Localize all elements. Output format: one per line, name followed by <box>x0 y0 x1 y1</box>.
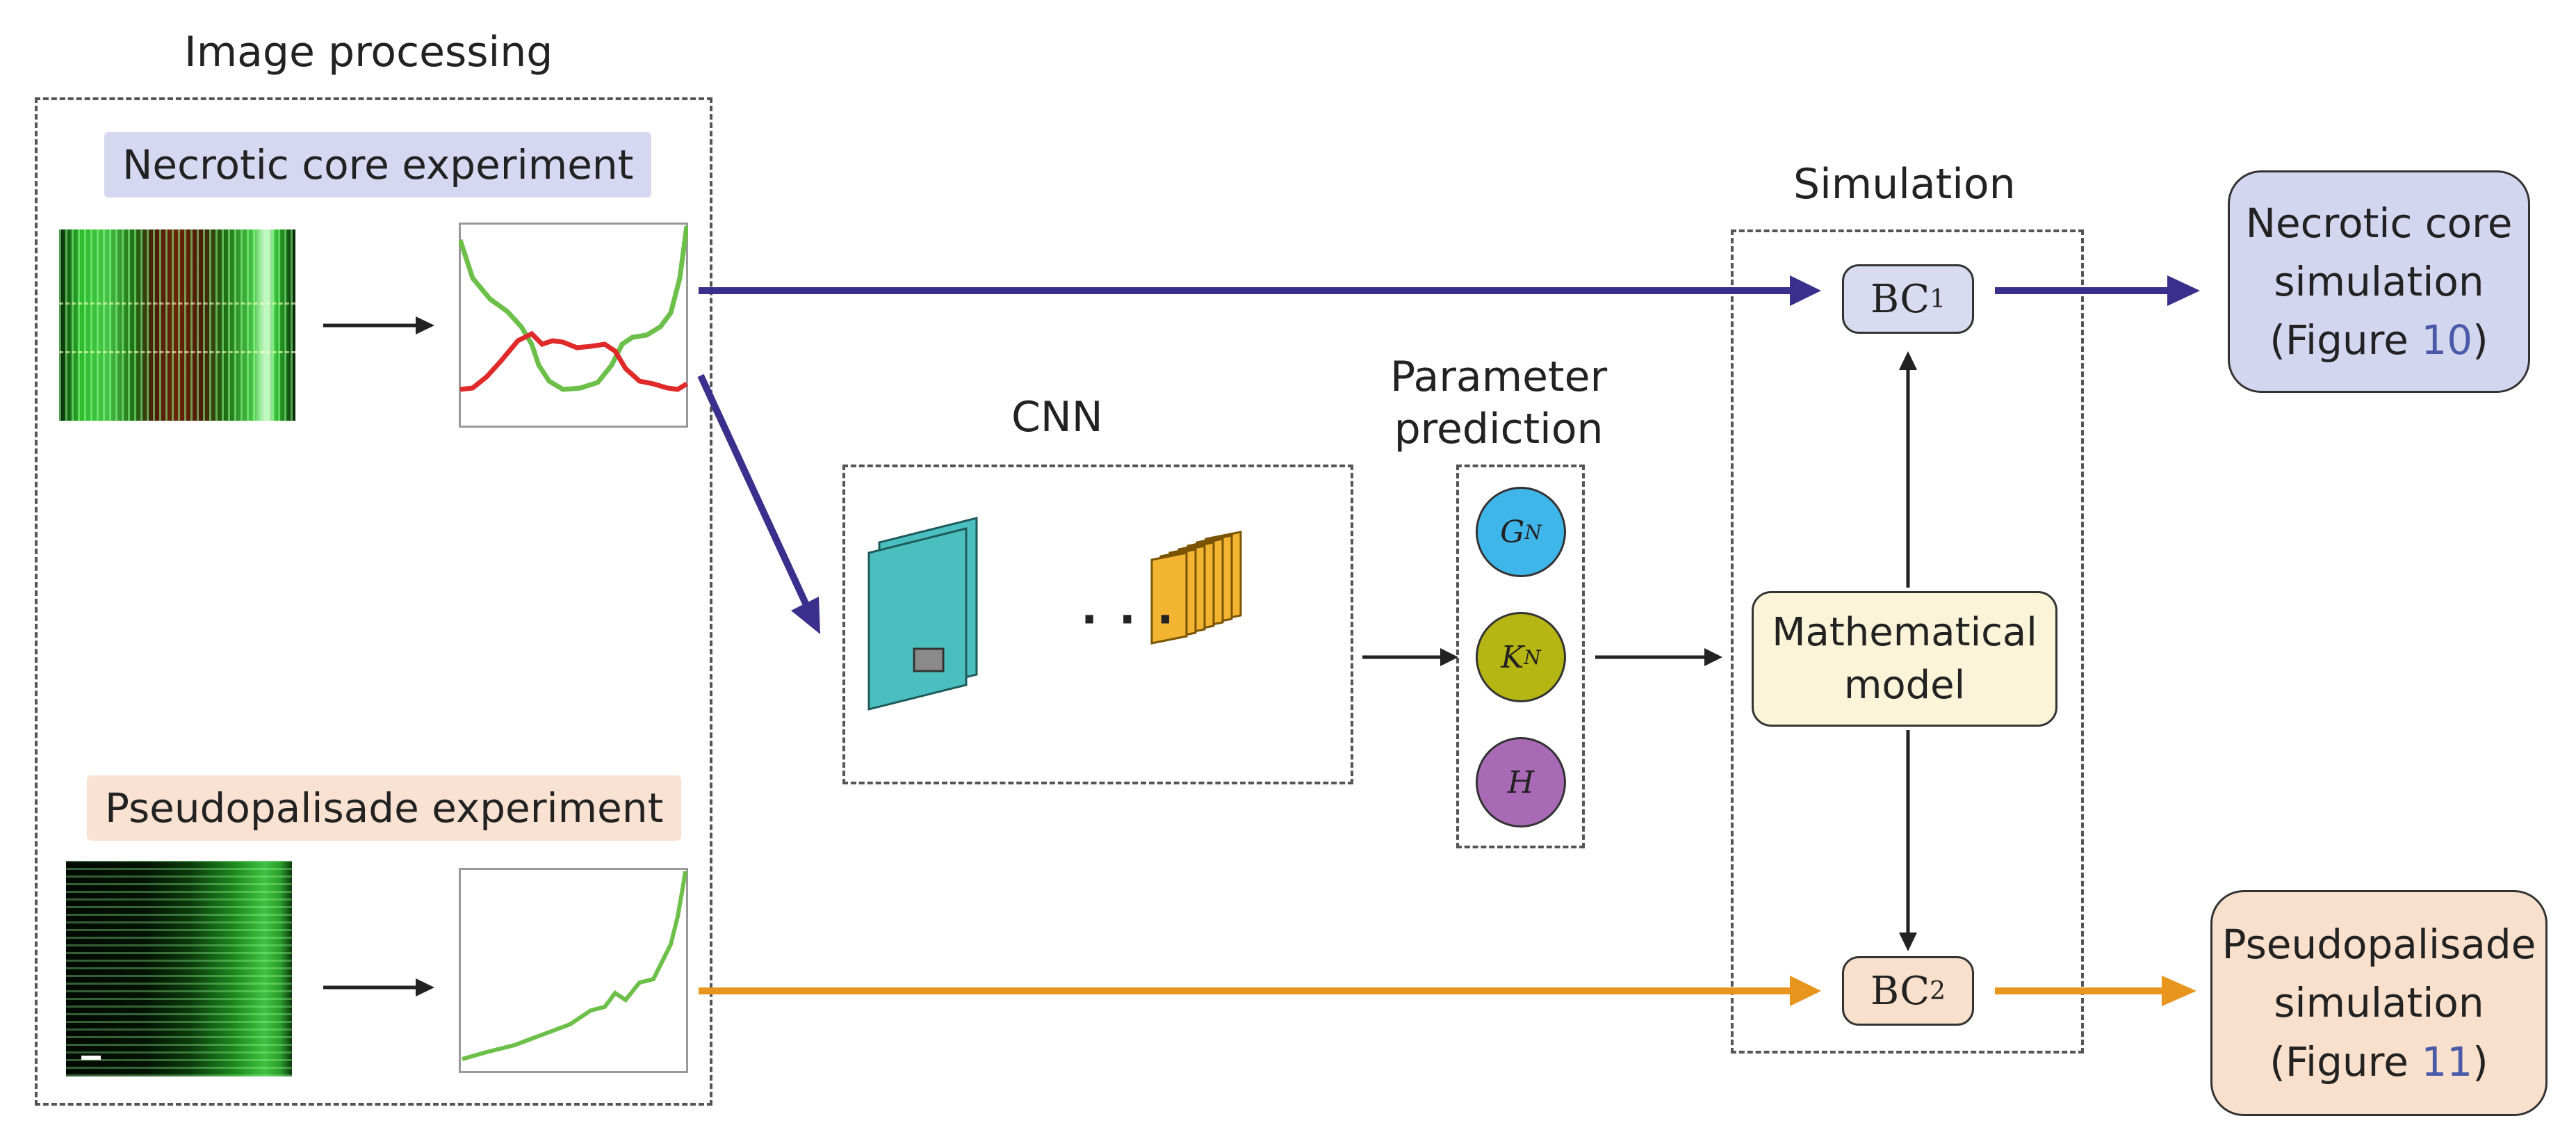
pseudopalisade-simulation-output: Pseudopalisade simulation (Figure 11) <box>2210 890 2548 1116</box>
necrotic-core-experiment-tag: Necrotic core experiment <box>104 132 652 197</box>
mathematical-model-node: Mathematical model <box>1752 591 2057 727</box>
pseudopalisade-output-line-2: simulation <box>2274 979 2484 1027</box>
parameter-prediction-box <box>1456 465 1585 848</box>
pseudopalisade-profile-curve <box>462 871 687 1061</box>
cnn-title: CNN <box>1011 393 1103 442</box>
simulation-box <box>1731 229 2084 1054</box>
pseudopalisade-output-line-1: Pseudopalisade <box>2222 921 2536 969</box>
image-processing-box <box>35 97 712 1106</box>
necrotic-profile-red-curve <box>459 330 688 392</box>
param-h-icon: H <box>1476 737 1566 828</box>
pseudopalisade-microscopy-image <box>66 861 292 1076</box>
necrotic-core-simulation-output: Necrotic core simulation (Figure 10) <box>2228 170 2530 393</box>
parameter-prediction-line-1: Parameter <box>1390 353 1608 401</box>
cnn-ellipsis: · · · <box>1081 595 1177 646</box>
simulation-title: Simulation <box>1793 160 2016 209</box>
cnn-kernel-patch <box>913 647 945 672</box>
necrotic-core-profile-plot <box>459 223 688 428</box>
parameter-prediction-line-2: prediction <box>1394 405 1604 453</box>
mathematical-model-line-1: Mathematical <box>1772 609 2037 655</box>
cnn-feature-maps <box>1150 531 1242 645</box>
image-processing-title: Image processing <box>184 28 553 76</box>
necrotic-profile-green-curve <box>459 225 688 392</box>
pseudopalisade-experiment-tag: Pseudopalisade experiment <box>87 775 682 841</box>
necrotic-core-microscopy-image <box>59 229 295 421</box>
necrotic-output-line-2: simulation <box>2274 257 2484 305</box>
necrotic-output-figure-ref: 10 <box>2421 316 2473 364</box>
mathematical-model-line-2: model <box>1843 662 1966 708</box>
pseudopalisade-profile-plot <box>459 868 688 1073</box>
pseudopalisade-output-figure-ref: 11 <box>2421 1038 2473 1085</box>
necrotic-output-line-1: Necrotic core <box>2245 199 2513 247</box>
cnn-illustration <box>867 517 1242 711</box>
cnn-box <box>842 465 1353 784</box>
arrow-necrotic-plot-to-cnn <box>697 373 810 607</box>
parameter-prediction-title: Parameter prediction <box>1390 351 1607 455</box>
